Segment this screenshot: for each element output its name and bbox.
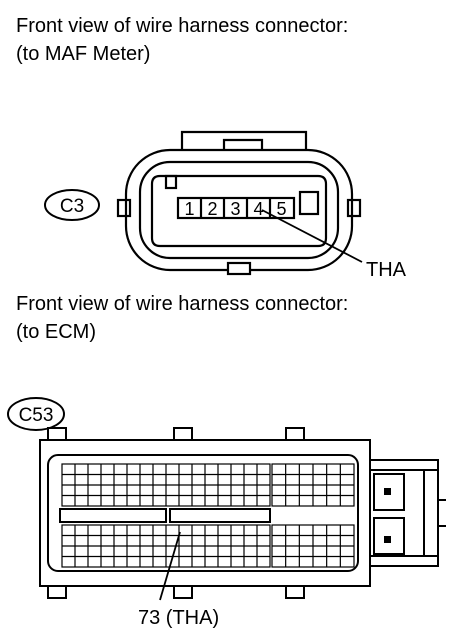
maf-pin-1: 1 — [184, 199, 194, 219]
ecm-callout-label: 73 (THA) — [138, 607, 219, 629]
ecm-pin-grid-lower-right — [271, 524, 355, 568]
maf-callout-label: THA — [366, 259, 407, 281]
maf-caption-line1: Front view of wire harness connector: — [16, 15, 349, 37]
ecm-pin-grid-lower-left — [61, 524, 271, 568]
ecm-latch-dot-upper — [384, 488, 391, 495]
ecm-connector-id: C53 — [19, 405, 54, 426]
maf-caption-line2: (to MAF Meter) — [16, 43, 151, 65]
maf-connector-id-badge — [44, 189, 100, 221]
ecm-pin-grid-upper-right — [271, 463, 355, 507]
ecm-connector — [39, 427, 446, 599]
ecm-pin-grids — [61, 463, 355, 568]
maf-pin-5: 5 — [276, 199, 286, 219]
maf-pin-2: 2 — [207, 199, 217, 219]
ecm-connector-id-badge — [7, 397, 65, 431]
maf-connector — [116, 130, 362, 276]
ecm-caption-line2: (to ECM) — [16, 321, 96, 343]
maf-callout-leader — [261, 209, 363, 263]
ecm-latch-dot-lower — [384, 536, 391, 543]
maf-pin-4: 4 — [253, 199, 263, 219]
maf-pin-3: 3 — [230, 199, 240, 219]
maf-connector-id: C3 — [60, 196, 84, 217]
ecm-callout-leader — [159, 531, 181, 601]
ecm-caption-line1: Front view of wire harness connector: — [16, 293, 349, 315]
ecm-pin-grid-upper-left — [61, 463, 271, 507]
